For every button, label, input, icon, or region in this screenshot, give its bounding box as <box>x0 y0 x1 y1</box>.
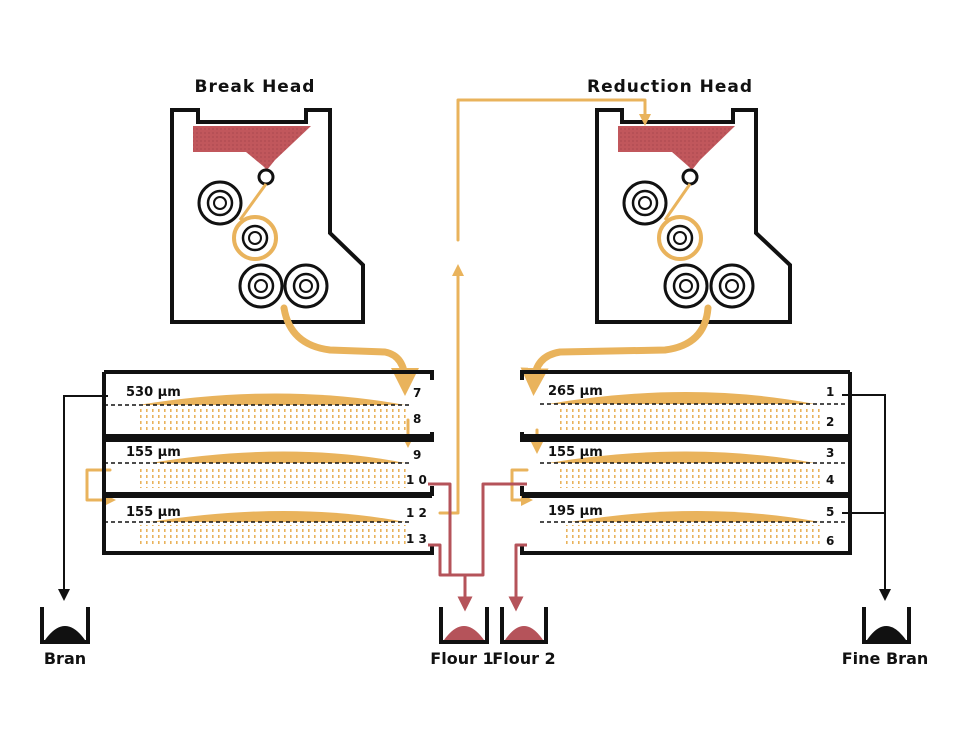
break-head-housing <box>170 108 365 324</box>
reduction-feed-roll <box>681 168 699 186</box>
bran-label: Bran <box>44 649 86 668</box>
reduction-stream-5: 5 <box>826 505 834 519</box>
break-sifter: 530 µm 155 µm 155 µm 7 8 9 1 0 1 2 1 3 <box>102 370 434 555</box>
break-roll-2 <box>232 215 278 261</box>
break-head-title: Break Head <box>195 77 316 97</box>
flour2-bin: Flour 2 <box>492 607 556 668</box>
feed-roll <box>257 168 275 186</box>
break-pile-2 <box>150 451 405 463</box>
fine-bran-flow-line <box>842 394 891 601</box>
reduction-through-1 <box>556 407 820 432</box>
reduction-through-3 <box>566 525 820 547</box>
break-stock-path <box>238 183 268 221</box>
bran-bin: Bran <box>40 607 90 668</box>
fine-bran-label: Fine Bran <box>842 649 929 668</box>
flour1-bin: Flour 1 <box>430 607 494 668</box>
reduction-pile-1 <box>548 392 815 404</box>
reduction-feed-line <box>456 98 651 242</box>
break-through-3 <box>138 525 406 547</box>
reduction-through-2 <box>556 466 820 488</box>
bran-flow-line <box>58 395 108 601</box>
break-stream-12: 1 2 <box>406 506 427 520</box>
stock-flows <box>85 98 712 515</box>
reduction-sieve-3-label: 195 µm <box>548 504 603 519</box>
reduction-stream-3: 3 <box>826 446 834 460</box>
break-stream-13: 1 3 <box>406 532 427 546</box>
break-stream-8: 8 <box>413 412 421 426</box>
reduction-sieve-2-label: 155 µm <box>548 445 603 460</box>
flour2-line-b <box>508 543 527 612</box>
reduction-sieve-1-label: 265 µm <box>548 384 603 399</box>
break-through-1 <box>138 408 406 432</box>
reduction-sifter-deck-3 <box>520 494 852 555</box>
reduction-roll-1 <box>622 180 668 226</box>
flour1-label: Flour 1 <box>430 649 493 668</box>
reduction-hopper <box>618 126 735 170</box>
reduction-head-title: Reduction Head <box>587 77 753 97</box>
bran-lines <box>58 394 891 601</box>
reduction-head-housing <box>595 108 792 324</box>
reduction-roll-3 <box>663 263 709 309</box>
flour2-label: Flour 2 <box>492 649 555 668</box>
break-pile-1 <box>138 393 405 405</box>
break-stream-7: 7 <box>413 386 421 400</box>
reduction-stream-2: 2 <box>826 415 834 429</box>
reduction-pile-3 <box>570 511 820 522</box>
break-pile-3 <box>150 511 405 522</box>
break-left-return-flow <box>85 468 116 506</box>
break-sieve-2-label: 155 µm <box>126 445 181 460</box>
reduction-stream-4: 4 <box>826 473 834 487</box>
reduction-roll-4 <box>709 263 755 309</box>
break-sieve-1-label: 530 µm <box>126 385 181 400</box>
reduction-head: Reduction Head <box>587 77 792 324</box>
break-roll-4 <box>283 263 329 309</box>
break-hopper <box>193 126 311 170</box>
break-sifter-deck-3 <box>102 494 434 555</box>
break-sieve-3-label: 155 µm <box>126 505 181 520</box>
reduction-stream-1: 1 <box>826 385 834 399</box>
break-head: Break Head <box>170 77 365 324</box>
break-stream-9: 9 <box>413 448 421 462</box>
break-to-sifter-flow <box>280 304 419 396</box>
tail-to-reduction-head-flow <box>438 264 464 515</box>
break-roll-3 <box>238 263 284 309</box>
reduction-stock-path <box>663 183 692 221</box>
break-through-2 <box>138 466 406 488</box>
break-roll-1 <box>197 180 243 226</box>
break-stream-10: 1 0 <box>406 473 427 487</box>
reduction-to-sifter-flow <box>520 304 712 396</box>
reduction-sifter: 265 µm 155 µm 195 µm 1 2 3 4 5 6 <box>520 370 852 555</box>
reduction-roll-2 <box>657 215 703 261</box>
reduction-stream-6: 6 <box>826 534 834 548</box>
fine-bran-bin: Fine Bran <box>842 607 929 668</box>
flour1-line-b <box>428 543 465 577</box>
flour-lines <box>428 482 527 612</box>
flour2-line-a <box>465 482 527 577</box>
reduction-pile-2 <box>548 451 815 463</box>
